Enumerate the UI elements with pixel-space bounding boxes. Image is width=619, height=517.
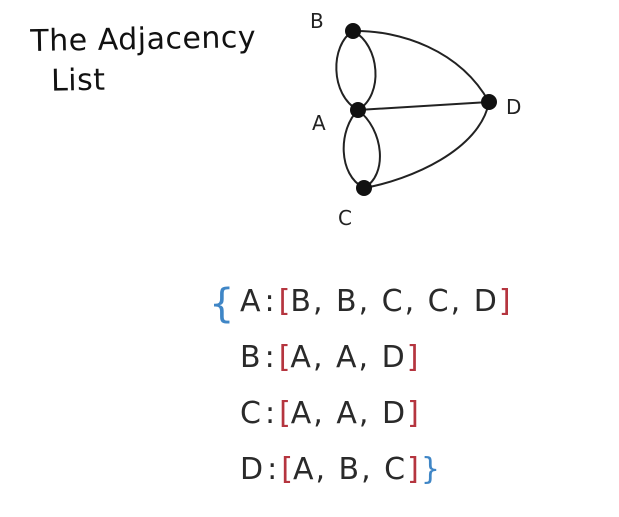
edge-a-b-1 [335, 30, 359, 111]
node-label-c: C [338, 206, 352, 230]
edge-c-d [363, 101, 490, 189]
row-items: B, B, C, C, D [290, 284, 499, 319]
adjacency-list: A:[B, B, C, C, D] B:[A, A, D] C:[A, A, D… [240, 278, 511, 502]
row-key: D [240, 452, 264, 487]
row-colon: : [267, 452, 278, 487]
adjacency-row-b: B:[A, A, D] [240, 334, 511, 390]
open-bracket: [ [278, 284, 291, 319]
edge-a-b-2 [352, 30, 377, 111]
node-label-d: D [506, 95, 521, 119]
node-label-b: B [310, 9, 324, 33]
row-items: A, A, D [290, 396, 408, 431]
close-bracket: ] [498, 284, 511, 319]
close-bracket: ] [407, 396, 419, 431]
close-bracket: ] [406, 340, 419, 375]
open-brace: { [209, 281, 235, 327]
edge-a-d [357, 101, 490, 111]
edge-b-d [352, 29, 490, 103]
open-bracket: [ [281, 452, 293, 487]
node-label-a: A [312, 111, 326, 135]
row-colon: : [264, 284, 275, 319]
open-bracket: [ [278, 340, 291, 375]
node-b [345, 23, 361, 39]
close-bracket: ] [407, 452, 419, 487]
row-items: A, A, D [290, 340, 407, 375]
row-items: A, B, C [292, 452, 408, 487]
adjacency-row-a: A:[B, B, C, C, D] [240, 278, 511, 334]
row-key: B [240, 340, 261, 375]
adjacency-row-d: D:[A, B, C]} [240, 446, 511, 502]
node-a [350, 102, 366, 118]
close-brace: } [420, 452, 440, 487]
adjacency-row-c: C:[A, A, D] [240, 390, 511, 446]
open-bracket: [ [279, 396, 291, 431]
edge-a-c-1 [342, 109, 365, 189]
node-d [481, 94, 497, 110]
edge-a-c-2 [357, 109, 381, 189]
row-colon: : [264, 396, 276, 431]
row-key: A [240, 284, 261, 319]
row-colon: : [264, 340, 275, 375]
row-key: C [240, 396, 261, 431]
node-c [356, 180, 372, 196]
